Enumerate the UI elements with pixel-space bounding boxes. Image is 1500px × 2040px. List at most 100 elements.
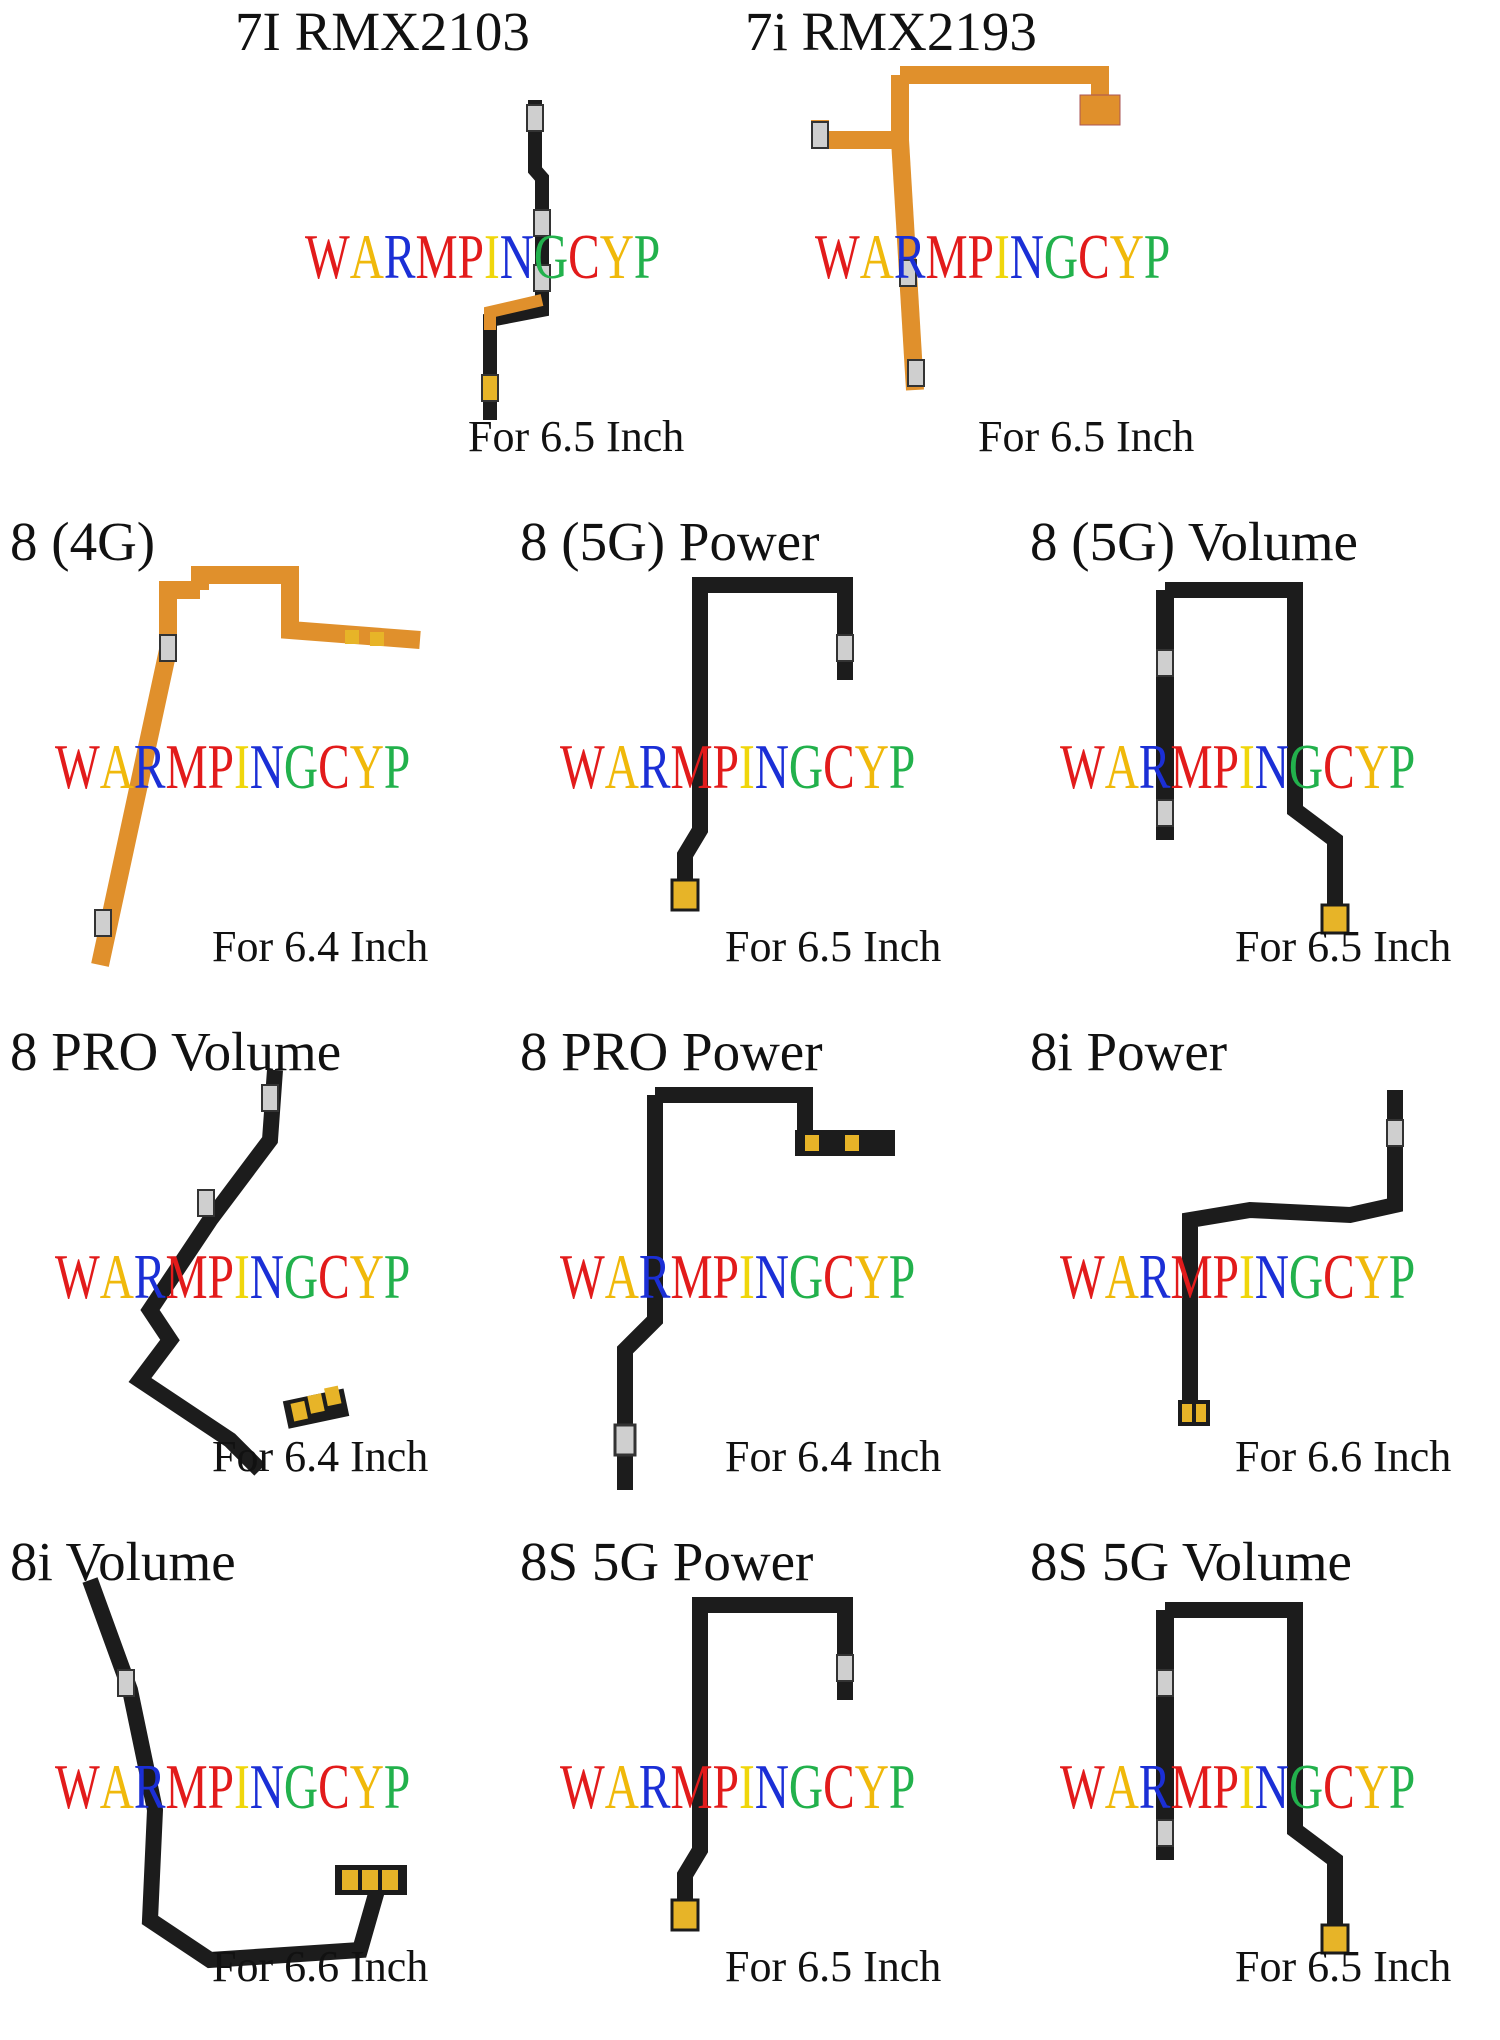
product-cell-8-5g-volume: 8 (5G) Volume WARMPINGCYP For 6.5 Inch [1000,510,1500,1020]
watermark-letter: R [893,221,926,292]
watermark-letter: W [560,1241,605,1312]
watermark-letter: Y [599,221,634,292]
watermark-letter: I [1238,1241,1255,1312]
watermark-letter: I [233,1241,250,1312]
watermark-letter: A [604,1241,639,1312]
watermark: WARMPINGCYP [1060,1245,1415,1309]
product-title: 8 (4G) [10,511,156,572]
watermark-letter: R [383,221,416,292]
watermark-letter: Y [854,1751,889,1822]
product-cell-8i-volume: 8i Volume WARMPINGCYP For 6.6 Inch [0,1530,500,2040]
watermark-letter: C [823,1241,855,1312]
product-title: 8i Volume [10,1531,236,1592]
watermark-letter: M [670,1751,713,1822]
watermark-letter: Y [854,1241,889,1312]
product-cell-8-pro-power: 8 PRO Power WARMPINGCYP For 6.4 Inch [500,1020,1000,1530]
watermark-letter: P [457,221,484,292]
watermark-letter: N [754,1241,789,1312]
watermark-letter: P [712,1241,739,1312]
product-title: 8 PRO Power [520,1021,823,1082]
watermark-letter: C [823,1751,855,1822]
watermark-letter: Y [349,1241,384,1312]
watermark-letter: I [738,731,755,802]
watermark-letter: C [318,731,350,802]
product-cell-7i-rmx2193: 7i RMX2193 WARMPINGCYP For 6.5 Inch [730,0,1230,510]
watermark-letter: P [1388,1751,1416,1822]
watermark-letter: A [99,731,134,802]
product-cell-8-4g: 8 (4G) WARMPINGCYP For 6.4 Inch [0,510,500,1020]
watermark-letter: G [1288,731,1324,802]
watermark-letter: Y [1354,1241,1389,1312]
product-size-label: For 6.4 Inch [212,1432,429,1481]
product-title: 7I RMX2103 [235,1,530,62]
watermark-letter: I [993,221,1010,292]
watermark-letter: I [738,1751,755,1822]
watermark-letter: P [1388,1241,1416,1312]
watermark-letter: C [1323,1241,1355,1312]
flex-cable-image [1178,1090,1404,1426]
watermark-letter: M [1170,1751,1213,1822]
watermark-letter: N [499,221,534,292]
product-cell-8s-5g-power: 8S 5G Power WARMPINGCYP For 6.5 Inch [500,1530,1000,2040]
watermark-letter: M [165,1751,208,1822]
watermark: WARMPINGCYP [55,1755,410,1819]
flex-cable-image [481,100,551,420]
watermark-letter: G [1288,1751,1324,1822]
watermark-letter: I [233,731,250,802]
watermark-letter: P [207,731,234,802]
watermark-letter: R [638,1751,671,1822]
watermark-letter: R [1138,731,1171,802]
watermark-letter: P [1212,1751,1239,1822]
watermark-letter: A [1104,1241,1139,1312]
watermark-letter: Y [1109,221,1144,292]
product-size-label: For 6.4 Inch [212,922,429,971]
watermark-letter: N [249,731,284,802]
watermark-letter: W [1060,731,1105,802]
watermark: WARMPINGCYP [55,735,410,799]
watermark-letter: I [738,1241,755,1312]
watermark-letter: C [318,1241,350,1312]
watermark-letter: G [1288,1241,1324,1312]
watermark-letter: Y [854,731,889,802]
watermark-letter: N [754,1751,789,1822]
watermark-letter: C [1323,1751,1355,1822]
product-title: 8 (5G) Power [520,511,820,572]
watermark-letter: I [1238,731,1255,802]
watermark-letter: P [888,1241,916,1312]
watermark-letter: N [1254,1241,1289,1312]
watermark-letter: M [415,221,458,292]
product-title: 8S 5G Power [520,1531,814,1592]
watermark-letter: C [1078,221,1110,292]
watermark-letter: A [604,731,639,802]
watermark: WARMPINGCYP [815,225,1170,289]
watermark-letter: G [788,731,824,802]
product-size-label: For 6.4 Inch [725,1432,942,1481]
watermark-letter: M [670,1241,713,1312]
watermark-letter: G [283,731,319,802]
product-size-label: For 6.6 Inch [1235,1432,1452,1481]
watermark-letter: M [165,731,208,802]
watermark-letter: W [560,1751,605,1822]
watermark-letter: W [305,221,350,292]
watermark-letter: A [99,1751,134,1822]
product-size-label: For 6.5 Inch [468,412,685,461]
product-title: 7i RMX2193 [745,1,1037,62]
watermark-letter: Y [1354,731,1389,802]
watermark-letter: C [1323,731,1355,802]
flex-cable-image [811,66,1121,391]
product-title: 8 PRO Volume [10,1021,342,1082]
watermark-letter: N [1009,221,1044,292]
product-size-label: For 6.5 Inch [725,1942,942,1991]
watermark-letter: P [888,731,916,802]
watermark-letter: A [99,1241,134,1312]
watermark-letter: M [670,731,713,802]
watermark-letter: Y [349,731,384,802]
watermark-letter: M [1170,731,1213,802]
watermark: WARMPINGCYP [1060,735,1415,799]
watermark-letter: R [1138,1241,1171,1312]
flex-cable-image [82,1577,407,1969]
watermark: WARMPINGCYP [305,225,660,289]
watermark-letter: W [55,1241,100,1312]
product-cell-8-pro-volume: 8 PRO Volume WARMPINGCYP For 6.4 Inch [0,1020,500,1530]
watermark-letter: P [1388,731,1416,802]
